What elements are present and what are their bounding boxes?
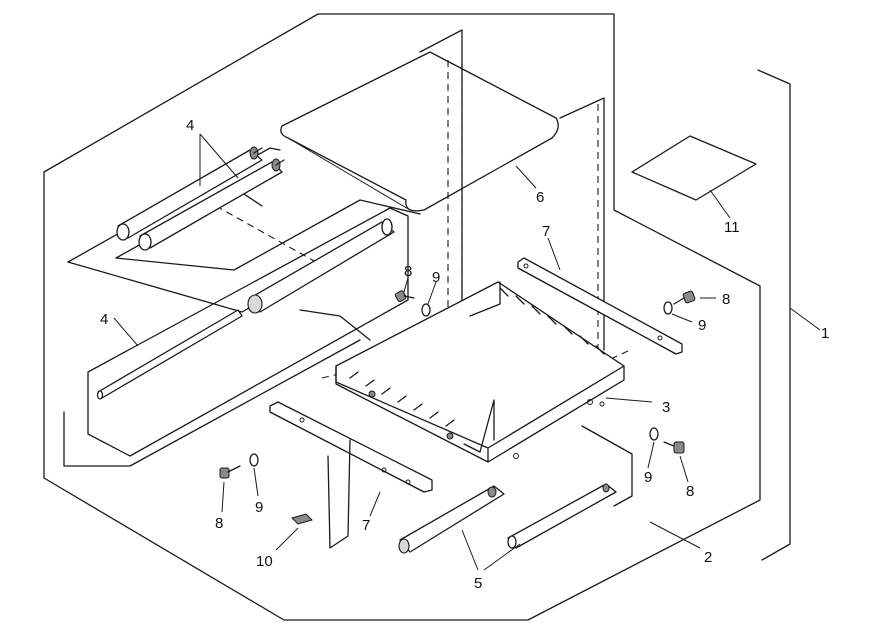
callout-8-upper-left: 8: [404, 263, 412, 280]
callout-6: 6: [536, 189, 544, 206]
callout-9-upper-right: 9: [698, 317, 706, 334]
callout-8-lower-right: 8: [686, 483, 694, 500]
assembly-bracket-1: [757, 69, 791, 561]
sheet-part-11: [631, 135, 757, 201]
screw-8-lower-left: [219, 465, 241, 479]
callout-11: 11: [724, 219, 740, 236]
callout-7-lower: 7: [362, 517, 370, 534]
leader-7b: [369, 491, 381, 517]
label-tag-part-10: [291, 513, 313, 525]
leader-4b: [113, 317, 139, 347]
frame-part-3: [335, 281, 625, 463]
leader-10: [275, 527, 299, 551]
washer-9-lower-right: [649, 427, 659, 441]
hidden-line-roller: [215, 205, 317, 263]
leader-2: [649, 521, 701, 549]
leader-9c: [253, 467, 259, 497]
leader-3: [605, 397, 653, 403]
lower-roller-panel: [87, 207, 409, 457]
leader-11: [709, 189, 731, 219]
leader-9a: [427, 281, 437, 305]
callout-9-lower-left: 9: [255, 499, 263, 516]
belt-back-edge: [419, 29, 463, 301]
leader-7a: [547, 237, 561, 271]
roller-upper-1: [116, 146, 263, 241]
lower-tray-link: [299, 309, 371, 341]
washer-9-upper-right: [663, 301, 673, 315]
roller-frame-middle-base: [115, 199, 421, 271]
leader-4a-right: [199, 133, 239, 179]
rail-part-7-left: [269, 401, 433, 493]
belt-right-edge: [559, 97, 605, 351]
roller-lower: [247, 218, 395, 314]
assembly-outline-2: [43, 13, 761, 621]
rail-part-7-right: [517, 257, 683, 355]
leader-9d: [647, 441, 655, 469]
washer-9-lower-left: [249, 453, 259, 467]
callout-1: 1: [821, 325, 829, 342]
roller-frame-upper-base: [67, 231, 381, 313]
belt-part-6: [280, 51, 559, 212]
leader-5a: [461, 529, 479, 571]
callout-8-lower-left: 8: [215, 515, 223, 532]
leader-1: [789, 307, 821, 331]
leader-8c: [221, 481, 225, 513]
frame-back-upright: [469, 281, 501, 317]
washer-9-upper-left: [421, 303, 431, 317]
callout-9-lower-right: 9: [644, 469, 652, 486]
rail-part-5-right: [507, 483, 617, 549]
roller-upper-2: [138, 158, 285, 251]
callout-3: 3: [662, 399, 670, 416]
leader-6: [515, 165, 537, 189]
callout-5: 5: [474, 575, 482, 592]
lower-tray-outline: [63, 339, 361, 467]
callout-10: 10: [256, 553, 273, 570]
bracket-panel: [327, 439, 351, 549]
callout-9-upper-left: 9: [432, 269, 440, 286]
leader-8d: [679, 455, 689, 483]
leader-9b: [671, 313, 693, 323]
callout-4-lower: 4: [100, 311, 108, 328]
callout-8-upper-right: 8: [722, 291, 730, 308]
right-side-panel: [581, 425, 633, 507]
callout-7-upper: 7: [542, 223, 550, 240]
callout-4-upper: 4: [186, 117, 194, 134]
screw-8-lower-right: [663, 441, 685, 454]
rail-part-5-left: [398, 485, 505, 554]
leader-5b: [483, 543, 521, 571]
screw-8-upper-right: [673, 290, 696, 305]
left-side-panel: [463, 399, 495, 453]
leader-8a: [403, 277, 409, 293]
shaft-part-4: [96, 309, 243, 400]
screw-8-upper-left: [394, 290, 415, 303]
callout-2: 2: [704, 549, 712, 566]
